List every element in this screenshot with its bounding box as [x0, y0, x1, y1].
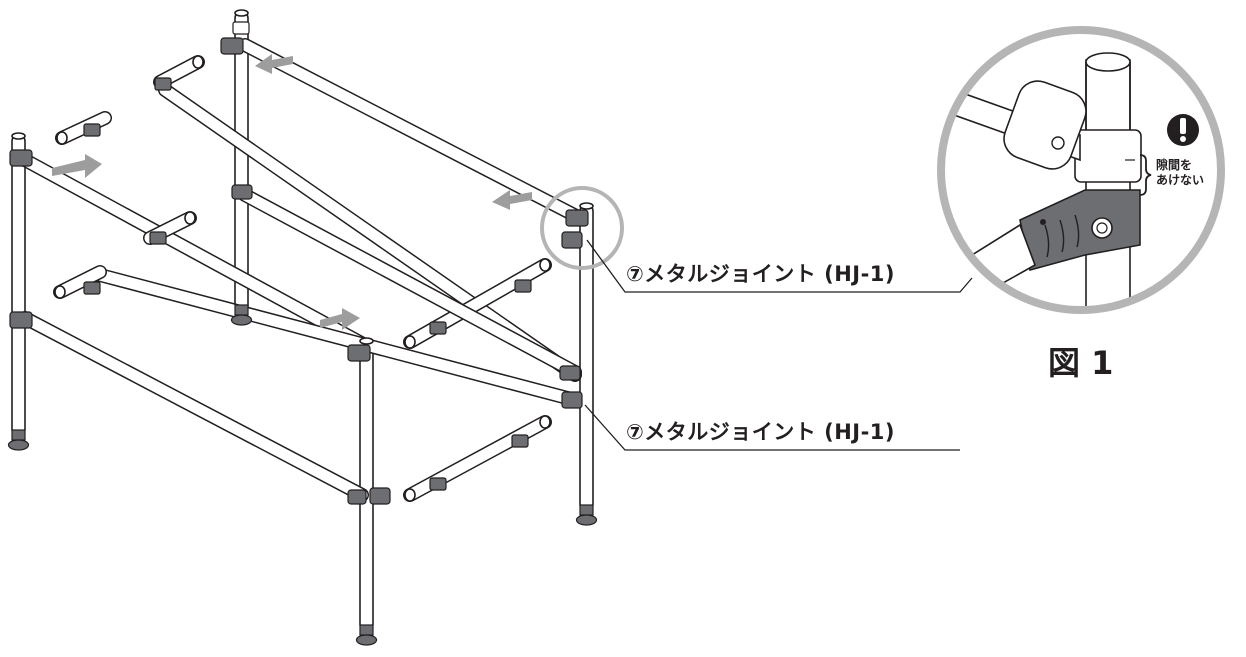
gap-note: 隙間を あけない [1156, 158, 1204, 188]
detail-magnifier [937, 26, 1225, 314]
adjuster-feet [7, 304, 598, 646]
pipe-frame [11, 9, 594, 631]
magnifier-ring [937, 26, 1225, 314]
metal-joints [9, 21, 589, 505]
arrow-top-back [255, 54, 293, 74]
gap-note-line1: 隙間を [1156, 158, 1193, 172]
warning-icon [1167, 114, 1199, 146]
gap-note-line2: あけない [1156, 173, 1205, 187]
front-right-post [359, 339, 374, 631]
front-left-post [11, 134, 26, 436]
push-arrows [52, 54, 532, 330]
arrow-top-left [52, 154, 102, 178]
callout-leader-1 [586, 239, 973, 293]
arrow-top-right [492, 190, 532, 210]
back-left-post [234, 11, 249, 313]
highlight-ring [540, 186, 624, 270]
arrow-lower-right [320, 308, 360, 330]
back-right-post [579, 204, 594, 511]
gap-brace [1139, 154, 1152, 196]
callout-label-lower: ⑦メタルジョイント (HJ-1) [626, 420, 896, 444]
callout-label-upper: ⑦メタルジョイント (HJ-1) [626, 262, 896, 286]
figure-label: 図 1 [1048, 344, 1114, 382]
callout-leader-2 [584, 404, 960, 451]
